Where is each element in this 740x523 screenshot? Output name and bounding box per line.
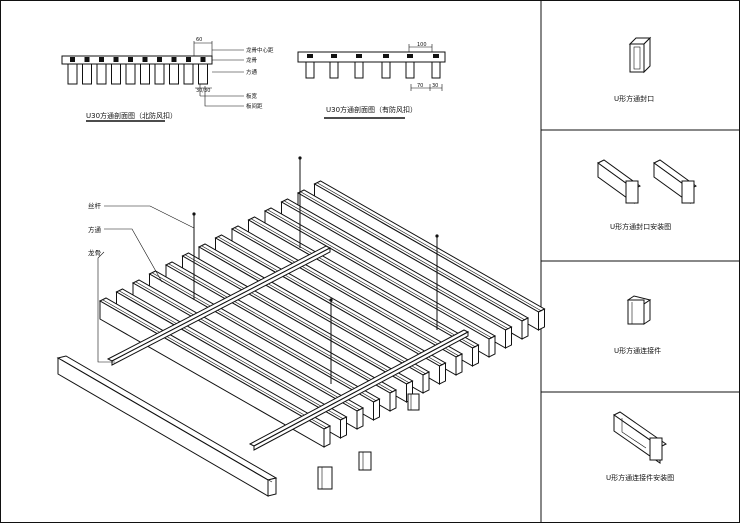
tube-profile [96, 63, 107, 85]
section-top-left: 60 30/30 龙骨中心距 龙骨 方通 板宽 板间距 U30方通剖面图（北防风… [61, 37, 274, 122]
leader-rod [104, 205, 195, 229]
label-tube: 方通 [246, 68, 258, 76]
tube-profile [82, 63, 92, 85]
loose-connector [407, 393, 420, 411]
dim-top-left: 60 [196, 37, 202, 43]
label-tube: 方通 [88, 225, 102, 234]
tube-row-right [305, 54, 441, 79]
u-connector-icon [626, 295, 652, 325]
label-keel: 龙骨 [88, 248, 101, 257]
tube-profile [198, 63, 208, 85]
tube-profile [405, 61, 415, 79]
tube-profile [67, 63, 78, 85]
tube-profile [431, 61, 441, 79]
leader-keel [97, 251, 115, 363]
u-end-cap-icon [628, 36, 652, 74]
tube-profile [169, 63, 179, 85]
leader-plate-gap [204, 86, 244, 107]
tube-row [67, 57, 208, 85]
label-plate-gap: 板间距 [246, 102, 263, 110]
tube-profile [381, 61, 391, 79]
caption-connector-install: U形方通连接件安装图 [606, 473, 674, 482]
section-top-right: 100 70 30 U30方通剖面图（有防风扣） [297, 42, 446, 119]
caption-end-cap: U形方通封口 [614, 94, 654, 103]
keel-section-right [297, 51, 446, 63]
tube-profile [354, 61, 364, 79]
tube-profile [111, 63, 121, 85]
tube-profile [125, 63, 136, 85]
title-top-left: U30方通剖面图（北防风扣） [86, 111, 177, 120]
tube-profile [154, 63, 165, 85]
title-top-right: U30方通剖面图（有防风扣） [326, 105, 417, 114]
tube-profile [140, 63, 150, 85]
caption-end-cap-install: U形方通封口安装图 [610, 222, 671, 231]
dim-bottom-right-a: 70 [417, 83, 423, 89]
keel-rail-back [248, 329, 470, 451]
connector-install-icon [613, 411, 667, 464]
end-cap-install-icon [597, 159, 697, 204]
tube-profile [183, 63, 194, 85]
loose-connector [358, 451, 372, 471]
caption-connector: U形方通连接件 [614, 346, 661, 355]
label-plate-width: 板宽 [246, 92, 258, 100]
dim-bottom-right-b: 30 [432, 83, 438, 89]
label-keel: 龙骨 [246, 56, 258, 64]
tube-profile [329, 61, 339, 79]
loose-end-cap [317, 466, 333, 490]
leader-tube [104, 228, 163, 283]
label-rod: 丝杆 [88, 201, 102, 210]
tube-profile [305, 61, 315, 79]
keel-rail-front [106, 245, 332, 366]
exploded-u-tube [56, 355, 278, 497]
label-center-distance: 龙骨中心距 [246, 46, 274, 54]
dim-bottom-left: 30/30 [196, 88, 210, 94]
ceiling-assembly: 丝杆 方通 龙骨 [56, 156, 546, 497]
dim-top-right: 100 [417, 42, 427, 48]
